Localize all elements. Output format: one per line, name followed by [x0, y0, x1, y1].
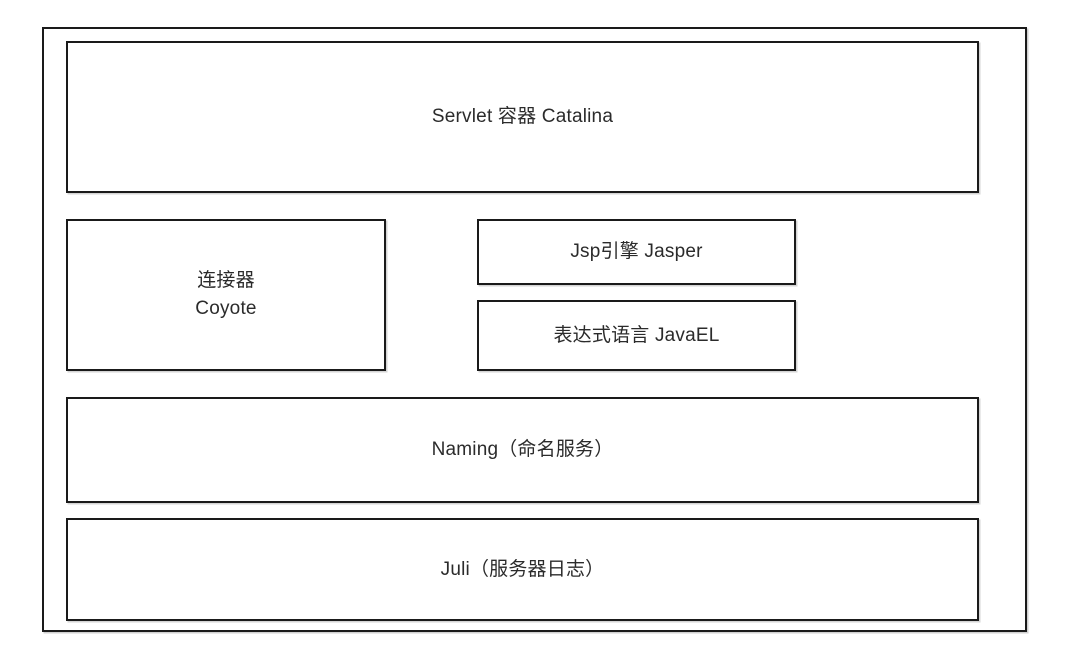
diagram-box-juli-label: Juli（服务器日志） [440, 558, 605, 580]
diagram-box-jasper[interactable]: Jsp引擎 Jasper [477, 219, 796, 285]
tomcat-container-frame: Servlet 容器 Catalina 连接器 Coyote Jsp引擎 Jas… [42, 27, 1027, 632]
diagram-box-juli[interactable]: Juli（服务器日志） [66, 518, 979, 621]
diagram-box-catalina[interactable]: Servlet 容器 Catalina [66, 41, 979, 193]
diagram-box-naming[interactable]: Naming（命名服务） [66, 397, 979, 503]
diagram-box-naming-label: Naming（命名服务） [431, 439, 614, 461]
diagram-box-catalina-label: Servlet 容器 Catalina [431, 106, 614, 128]
diagram-box-coyote[interactable]: 连接器 Coyote [66, 219, 386, 371]
diagram-box-javael[interactable]: 表达式语言 JavaEL [477, 300, 796, 371]
diagram-box-jasper-label: Jsp引擎 Jasper [570, 241, 703, 263]
diagram-box-coyote-label: 连接器 Coyote [195, 270, 257, 319]
diagram-box-javael-label: 表达式语言 JavaEL [553, 324, 720, 346]
